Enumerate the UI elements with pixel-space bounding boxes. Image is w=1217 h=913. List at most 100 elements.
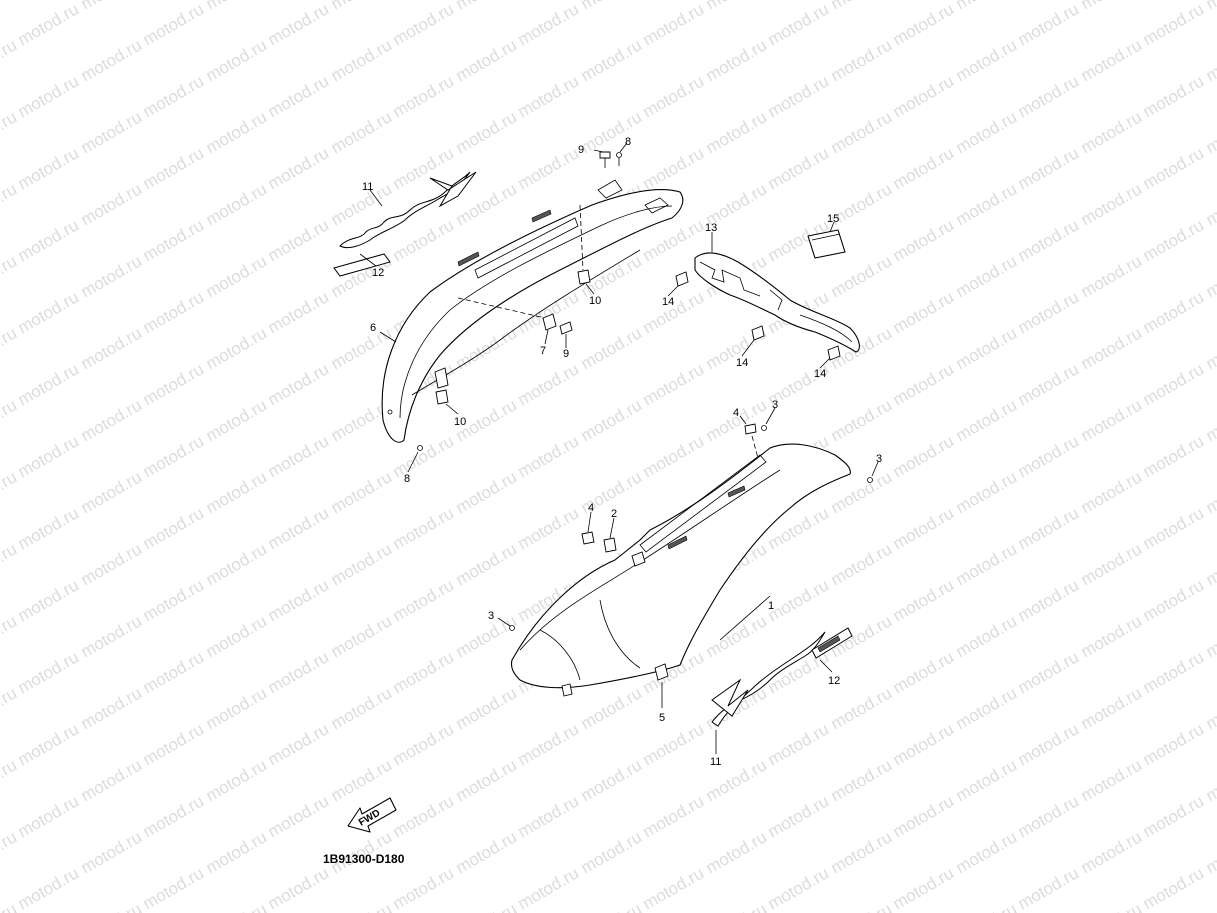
watermark-text: motod.ru xyxy=(203,827,271,877)
watermark-text: motod.ru xyxy=(1140,647,1208,697)
watermark-text: motod.ru xyxy=(265,431,333,481)
watermark-text: motod.ru xyxy=(0,323,20,373)
watermark-text: motod.ru xyxy=(265,503,333,553)
hardware xyxy=(417,151,873,631)
watermark-text: motod.ru xyxy=(953,827,1021,877)
watermark-text: motod.ru xyxy=(1078,0,1146,13)
watermark-text: motod.ru xyxy=(78,899,146,913)
watermark-text: motod.ru xyxy=(1203,539,1217,589)
emblem-stripe-upper xyxy=(333,253,391,277)
watermark-text: motod.ru xyxy=(890,719,958,769)
watermark-text: motod.ru xyxy=(953,467,1021,517)
callout-14: 14 xyxy=(662,296,674,308)
watermark-text: motod.ru xyxy=(328,323,396,373)
watermark-text: motod.ru xyxy=(1078,323,1146,373)
watermark-text: motod.ru xyxy=(265,359,333,409)
watermark-text: motod.ru xyxy=(640,71,708,121)
watermark-text: motod.ru xyxy=(453,539,521,589)
rear-cover xyxy=(694,252,860,353)
watermark-text: motod.ru xyxy=(15,431,83,481)
watermark-text: motod.ru xyxy=(953,755,1021,805)
watermark-text: motod.ru xyxy=(140,0,208,49)
watermark-text: motod.ru xyxy=(953,611,1021,661)
leader-lines xyxy=(359,142,879,754)
watermark-text: motod.ru xyxy=(0,683,20,733)
watermark-text: motod.ru xyxy=(765,71,833,121)
callout-8: 8 xyxy=(625,136,631,148)
watermark-text: motod.ru xyxy=(78,179,146,229)
watermark-text: motod.ru xyxy=(515,503,583,553)
watermark-text: motod.ru xyxy=(578,323,646,373)
watermark-text: motod.ru xyxy=(1015,503,1083,553)
watermark-text: motod.ru xyxy=(390,719,458,769)
watermark-text: motod.ru xyxy=(265,863,333,913)
watermark-text: motod.ru xyxy=(265,0,333,49)
watermark-text: motod.ru xyxy=(890,287,958,337)
watermark-text: motod.ru xyxy=(1078,251,1146,301)
watermark-text: motod.ru xyxy=(515,71,583,121)
watermark-text: motod.ru xyxy=(140,431,208,481)
watermark-text: motod.ru xyxy=(828,755,896,805)
watermark-text: motod.ru xyxy=(1140,431,1208,481)
watermark-text: motod.ru xyxy=(890,647,958,697)
watermark-text: motod.ru xyxy=(953,251,1021,301)
watermark-text: motod.ru xyxy=(328,755,396,805)
watermark-text: motod.ru xyxy=(640,719,708,769)
watermark-text: motod.ru xyxy=(765,0,833,49)
callout-9: 9 xyxy=(578,144,584,156)
fwd-arrow: FWD xyxy=(347,797,397,833)
watermark-text: motod.ru xyxy=(203,539,271,589)
watermark-text: motod.ru xyxy=(140,215,208,265)
watermark-text: motod.ru xyxy=(453,35,521,85)
watermark-text: motod.ru xyxy=(1015,143,1083,193)
callout-13: 13 xyxy=(705,222,717,234)
watermark-text: motod.ru xyxy=(1203,323,1217,373)
watermark-text: motod.ru xyxy=(140,575,208,625)
watermark-text: motod.ru xyxy=(78,611,146,661)
watermark-text: motod.ru xyxy=(140,287,208,337)
watermark-text: motod.ru xyxy=(453,467,521,517)
watermark-text: motod.ru xyxy=(265,575,333,625)
watermark-text: motod.ru xyxy=(453,683,521,733)
watermark-text: motod.ru xyxy=(140,647,208,697)
watermark-text: motod.ru xyxy=(953,0,1021,13)
callout-labels: 9 8 11 12 6 10 7 9 10 8 13 15 14 14 14 4… xyxy=(362,136,882,768)
watermark-text: motod.ru xyxy=(890,143,958,193)
watermark-text: motod.ru xyxy=(515,0,583,49)
watermark-text: motod.ru xyxy=(265,719,333,769)
watermark-text: motod.ru xyxy=(78,0,146,13)
watermark-text: motod.ru xyxy=(265,71,333,121)
watermark-text: motod.ru xyxy=(328,35,396,85)
watermark-text: motod.ru xyxy=(890,431,958,481)
watermark-text: motod.ru xyxy=(0,395,20,445)
watermark-text: motod.ru xyxy=(1078,395,1146,445)
watermark-text: motod.ru xyxy=(765,791,833,841)
watermark-text: motod.ru xyxy=(390,0,458,49)
watermark-text: motod.ru xyxy=(703,35,771,85)
watermark-text: motod.ru xyxy=(1078,35,1146,85)
watermark-text: motod.ru xyxy=(515,143,583,193)
watermark-text: motod.ru xyxy=(953,107,1021,157)
watermark-text: motod.ru xyxy=(1140,143,1208,193)
watermark-text: motod.ru xyxy=(78,395,146,445)
callout-14: 14 xyxy=(814,368,826,380)
watermark-text: motod.ru xyxy=(265,143,333,193)
watermark-text: motod.ru xyxy=(890,215,958,265)
side-cover-lower xyxy=(510,443,851,697)
watermark-text: motod.ru xyxy=(0,0,20,13)
watermark-text: motod.ru xyxy=(640,0,708,49)
watermark-text: motod.ru xyxy=(1078,755,1146,805)
watermark-text: motod.ru xyxy=(265,647,333,697)
watermark-text: motod.ru xyxy=(515,719,583,769)
callout-9: 9 xyxy=(563,348,569,360)
watermark-text: motod.ru xyxy=(953,323,1021,373)
watermark-text: motod.ru xyxy=(390,791,458,841)
watermark-text: motod.ru xyxy=(1203,179,1217,229)
watermark-text: motod.ru xyxy=(1015,575,1083,625)
watermark-text: motod.ru xyxy=(328,611,396,661)
watermark-text: motod.ru xyxy=(578,827,646,877)
watermark-text: motod.ru xyxy=(640,431,708,481)
watermark-text: motod.ru xyxy=(703,107,771,157)
watermark-text: motod.ru xyxy=(0,467,20,517)
